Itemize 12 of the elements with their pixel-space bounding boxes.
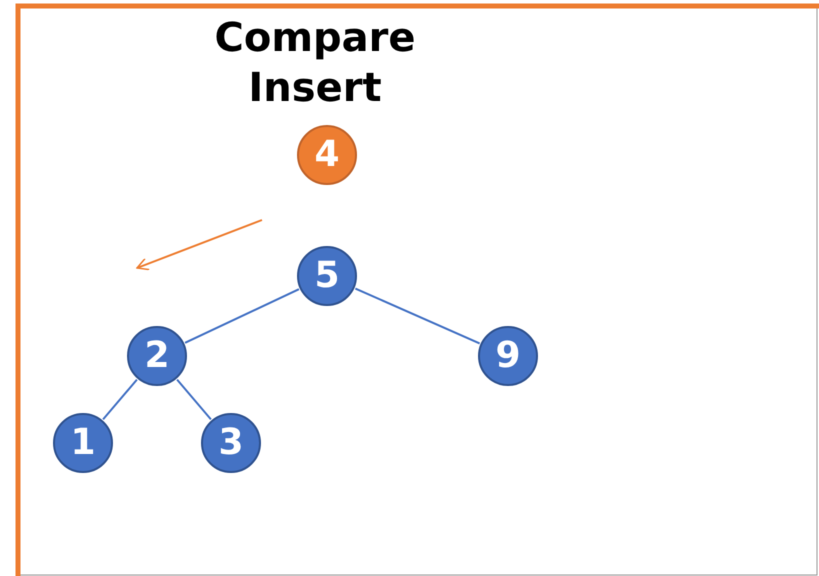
heading-text: Compare	[214, 18, 416, 58]
tree-edge	[184, 288, 300, 344]
node-number: 5	[314, 258, 340, 294]
node-number: 2	[144, 338, 170, 374]
heading-text: Insert	[248, 68, 382, 108]
node-number: 9	[495, 338, 521, 374]
tree-edge	[102, 378, 138, 420]
tree-edge	[176, 378, 212, 420]
node-number: 3	[218, 425, 244, 461]
node-number: 1	[70, 425, 96, 461]
node-number: 4	[314, 137, 340, 173]
tree-edge	[354, 288, 480, 344]
